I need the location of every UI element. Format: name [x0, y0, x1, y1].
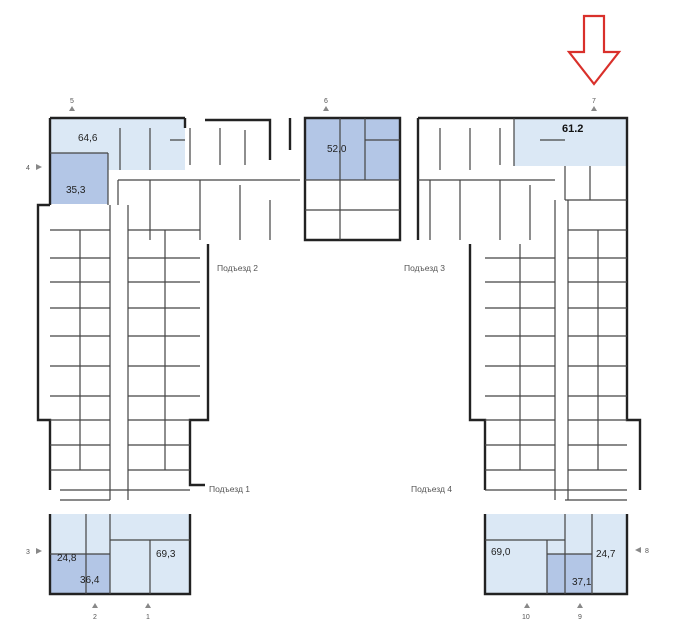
- marker-1: 1: [145, 603, 151, 621]
- marker-9-label: 9: [578, 614, 582, 621]
- apartment-a2-area: 35,3: [66, 185, 86, 196]
- marker-7: 7: [591, 98, 597, 111]
- marker-2-label: 2: [93, 614, 97, 621]
- marker-8-label: 8: [645, 548, 649, 555]
- marker-6: 6: [323, 98, 329, 111]
- apartment-a3-fill[interactable]: [305, 118, 400, 180]
- apartment-a4-area: 61.2: [562, 123, 583, 135]
- marker-10-label: 10: [522, 614, 530, 621]
- apartment-a3-area: 52,0: [327, 144, 347, 155]
- marker-5: 5: [69, 98, 75, 111]
- marker-2: 2: [92, 603, 98, 621]
- marker-4-label: 4: [26, 165, 30, 172]
- marker-9: 9: [577, 603, 583, 621]
- apartment-a1-area: 64,6: [78, 133, 98, 144]
- apartment-a6-area: 69,3: [156, 549, 176, 560]
- apartment-a4-fill[interactable]: [514, 118, 627, 166]
- entrance-label-4: Подъезд 4: [411, 484, 452, 494]
- apartment-a7-area: 36,4: [80, 575, 100, 586]
- building-walls: [36, 116, 642, 596]
- apartment-a10-area: 37,1: [572, 577, 592, 588]
- apartment-a8-area: 69,0: [491, 547, 511, 558]
- marker-7-label: 7: [592, 98, 596, 105]
- marker-3: 3: [26, 548, 42, 556]
- entrance-label-3: Подъезд 3: [404, 263, 445, 273]
- apartment-a9-area: 24,7: [596, 549, 616, 560]
- marker-5-label: 5: [70, 98, 74, 105]
- apartment-a10-fill[interactable]: [547, 554, 592, 594]
- red-down-arrow-icon: [566, 14, 622, 86]
- entrance-label-2: Подъезд 2: [217, 263, 258, 273]
- interior-walls: [50, 118, 627, 594]
- apartment-a5-area: 24,8: [57, 553, 77, 564]
- marker-10: 10: [522, 603, 530, 621]
- apartment-a7-fill[interactable]: [50, 554, 110, 594]
- marker-1-label: 1: [146, 614, 150, 621]
- marker-4: 4: [26, 164, 42, 172]
- marker-8: 8: [635, 547, 649, 555]
- marker-6-label: 6: [324, 98, 328, 105]
- entrance-label-1: Подъезд 1: [209, 484, 250, 494]
- marker-3-label: 3: [26, 549, 30, 556]
- apartment-a2-fill[interactable]: [50, 153, 108, 204]
